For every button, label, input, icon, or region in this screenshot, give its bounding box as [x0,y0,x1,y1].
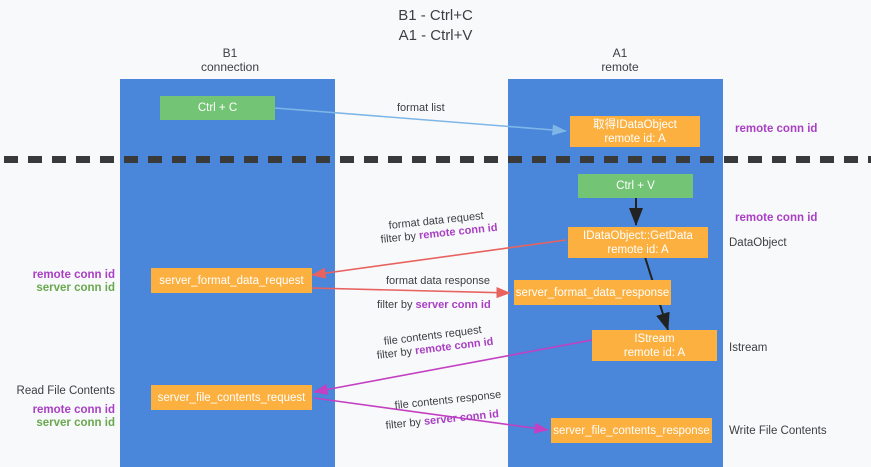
edge-file-contents-request [313,339,593,396]
node-istream-line2: remote id: A [623,346,686,359]
filter-key-server-conn-id: server conn id [415,299,491,311]
annotation-right-remote-conn-id-mid: remote conn id [735,212,818,224]
divider-dash [268,156,282,163]
annotation-right-write-file-contents: Write File Contents [729,425,827,437]
edge-label-format-data-response-text: format data response [386,275,490,287]
edge-format-data-response [311,287,511,299]
edge-file-contents-response [313,397,549,434]
filter-prefix: filter by [385,415,425,432]
node-get-idataobject-line2: remote id: A [604,132,666,145]
divider-dash [124,156,138,163]
node-server-format-data-request[interactable]: server_format_data_request [151,268,312,293]
divider-dash [340,156,354,163]
annotation-right-istream: Istream [729,342,768,354]
divider-dash [628,156,642,163]
node-server-file-contents-response[interactable]: server_file_contents_response [551,418,712,443]
divider-dash [604,156,618,163]
annotation-left-server-conn-id-mid: server conn id [36,282,115,294]
filter-prefix: filter by [377,299,416,311]
edge-label-format-data-response-filter: filter by server conn id [377,298,491,312]
divider-dash [244,156,258,163]
divider-dash [868,156,871,163]
divider-dash [412,156,426,163]
divider-dash [436,156,450,163]
node-server-file-contents-request-label: server_file_contents_request [157,391,306,404]
node-get-idataobject[interactable]: 取得IDataObject remote id: A [570,116,700,147]
node-idataobject-getdata-line2: remote id: A [607,243,669,256]
divider-dash [556,156,570,163]
divider-dash [196,156,210,163]
diagram-title: B1 - Ctrl+C A1 - Ctrl+V [0,6,871,46]
node-istream-line1: IStream [634,332,675,345]
divider-dash [652,156,666,163]
divider-dash [28,156,42,163]
divider-dash [484,156,498,163]
column-header-b1: B1 connection [150,46,310,74]
node-istream[interactable]: IStream remote id: A [592,330,717,361]
divider-dash [724,156,738,163]
node-idataobject-getdata[interactable]: IDataObject::GetData remote id: A [568,227,708,258]
divider-dash [388,156,402,163]
divider-dash [4,156,18,163]
divider-dash [292,156,306,163]
edge-label-format-data-response: format data response [386,274,490,288]
divider-dash [580,156,594,163]
divider-dash [364,156,378,163]
column-header-a1-sub: remote [601,60,639,74]
divider-dash [796,156,810,163]
divider-dash [676,156,690,163]
node-ctrl-c[interactable]: Ctrl + C [160,96,275,120]
title-line-2: A1 - Ctrl+V [398,27,473,44]
divider-dash [76,156,90,163]
edge-format-list [274,107,567,136]
divider-dash [172,156,186,163]
divider-dash [148,156,162,163]
annotation-right-dataobject: DataObject [729,237,787,249]
node-server-format-data-response-label: server_format_data_response [515,286,670,299]
filter-prefix: filter by [380,229,420,246]
divider-dash [844,156,858,163]
divider-dash [100,156,114,163]
annotation-left-server-conn-id-bottom: server conn id [36,417,115,429]
column-header-b1-sub: connection [200,60,260,74]
divider-dash [748,156,762,163]
node-server-file-contents-response-label: server_file_contents_response [553,424,710,437]
node-ctrl-v-label: Ctrl + V [616,180,655,192]
edge-format-data-request [311,239,567,279]
annotation-left-remote-conn-id-bottom: remote conn id [32,404,115,416]
title-line-1: B1 - Ctrl+C [398,7,473,24]
node-server-format-data-response[interactable]: server_format_data_response [514,280,671,305]
column-header-b1-name: B1 [222,46,238,60]
annotation-left-remote-conn-id-mid: remote conn id [32,269,115,281]
divider-dash [508,156,522,163]
node-server-file-contents-request[interactable]: server_file_contents_request [151,385,312,410]
divider-dash [532,156,546,163]
divider-dash [316,156,330,163]
divider-dash [220,156,234,163]
divider-dash [460,156,474,163]
node-ctrl-c-label: Ctrl + C [197,102,238,114]
node-ctrl-v[interactable]: Ctrl + V [578,174,693,198]
annotation-right-remote-conn-id-top: remote conn id [735,123,818,135]
column-header-a1-name: A1 [612,46,628,60]
column-header-a1: A1 remote [540,46,700,74]
node-idataobject-getdata-line1: IDataObject::GetData [583,229,693,242]
divider-dash [52,156,66,163]
divider-dash [772,156,786,163]
phase-divider [0,156,871,163]
divider-dash [700,156,714,163]
node-server-format-data-request-label: server_format_data_request [159,274,304,287]
node-get-idataobject-line1: 取得IDataObject [593,118,677,131]
divider-dash [820,156,834,163]
annotation-left-read-file-contents: Read File Contents [16,385,115,397]
edge-label-format-list: format list [397,102,445,114]
